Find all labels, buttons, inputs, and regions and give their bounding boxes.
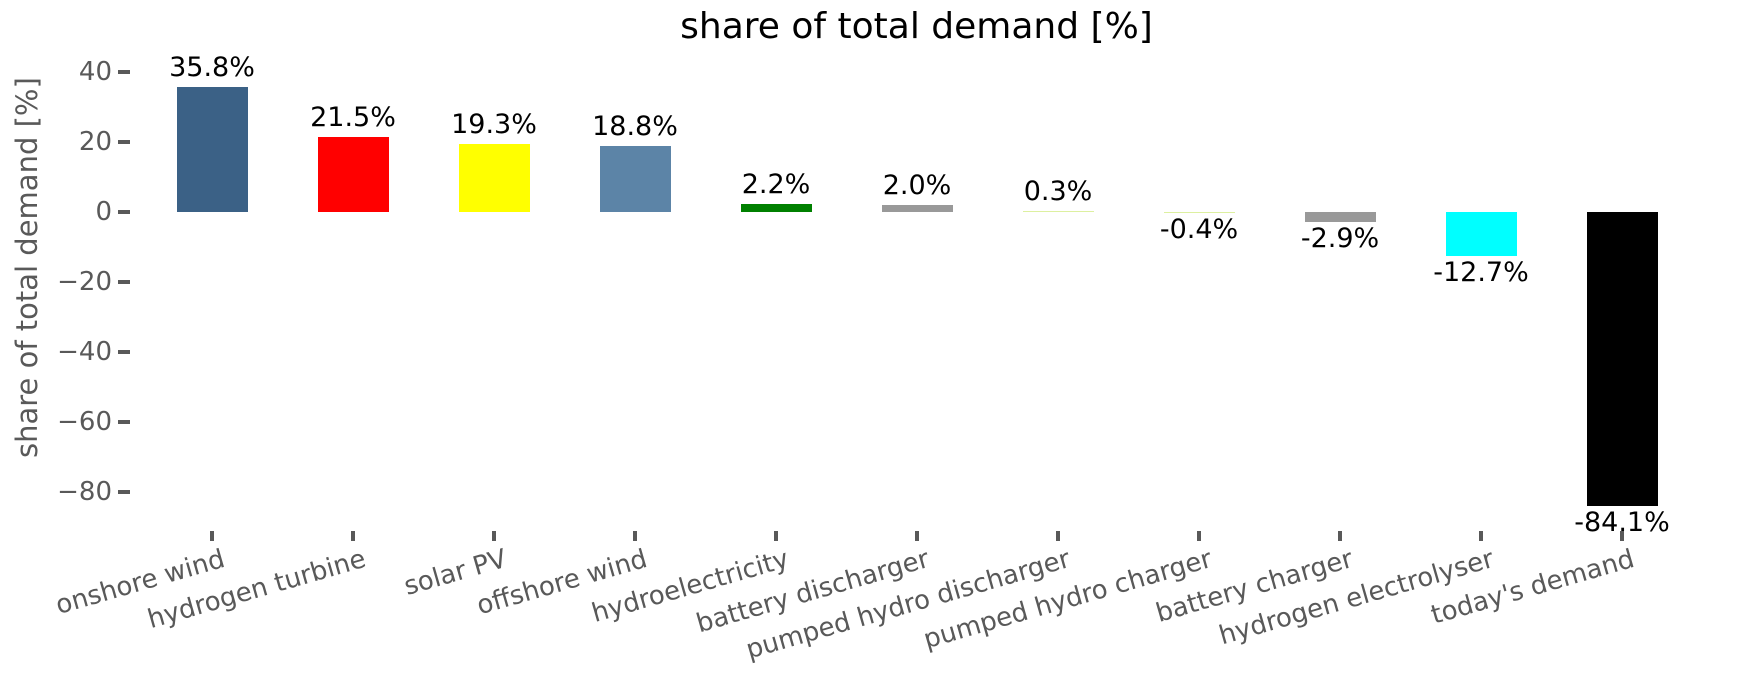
bar — [458, 144, 530, 212]
bar — [1304, 212, 1376, 223]
x-tick-mark — [210, 531, 214, 541]
y-tick-mark — [118, 210, 130, 214]
bar — [1586, 212, 1658, 507]
bar-value-label: -0.4% — [1159, 214, 1239, 246]
bar-value-label: -12.7% — [1433, 257, 1529, 289]
bar-value-label: 35.8% — [169, 51, 255, 83]
bar-value-label: 21.5% — [310, 101, 396, 133]
x-tick-mark — [1620, 531, 1624, 541]
bar-value-label: -2.9% — [1300, 223, 1380, 255]
bar — [1022, 210, 1094, 212]
bar-value-label: 18.8% — [592, 111, 678, 143]
x-tick-mark — [915, 531, 919, 541]
bar — [176, 86, 248, 212]
x-tick-mark — [492, 531, 496, 541]
x-tick-mark — [633, 531, 637, 541]
bar — [1445, 212, 1517, 257]
y-tick-label: −20 — [57, 267, 112, 297]
y-tick-label: −40 — [57, 337, 112, 367]
x-tick-mark — [1056, 531, 1060, 541]
y-tick-label: −60 — [57, 407, 112, 437]
bar-value-label: 0.3% — [1023, 175, 1093, 207]
bar — [881, 205, 953, 212]
x-tick-mark — [774, 531, 778, 541]
chart-title: share of total demand [%] — [680, 6, 1153, 47]
x-tick-mark — [1479, 531, 1483, 541]
y-tick-mark — [118, 70, 130, 74]
x-tick-mark — [1197, 531, 1201, 541]
y-tick-label: 40 — [78, 57, 112, 87]
bar-value-label: 19.3% — [451, 109, 537, 141]
bar-value-label: 2.0% — [882, 170, 952, 201]
y-tick-label: −80 — [57, 477, 112, 507]
y-tick-label: 20 — [78, 127, 112, 157]
y-tick-mark — [118, 490, 130, 494]
bar — [740, 204, 812, 212]
y-tick-mark — [118, 420, 130, 424]
y-tick-mark — [118, 280, 130, 284]
bar-value-label: 2.2% — [741, 169, 811, 201]
y-tick-mark — [118, 140, 130, 144]
bar — [599, 146, 671, 212]
y-tick-mark — [118, 350, 130, 354]
bar — [317, 136, 389, 212]
x-tick-mark — [1338, 531, 1342, 541]
y-tick-label: 0 — [95, 197, 112, 227]
x-tick-mark — [351, 531, 355, 541]
bar — [1163, 212, 1235, 214]
